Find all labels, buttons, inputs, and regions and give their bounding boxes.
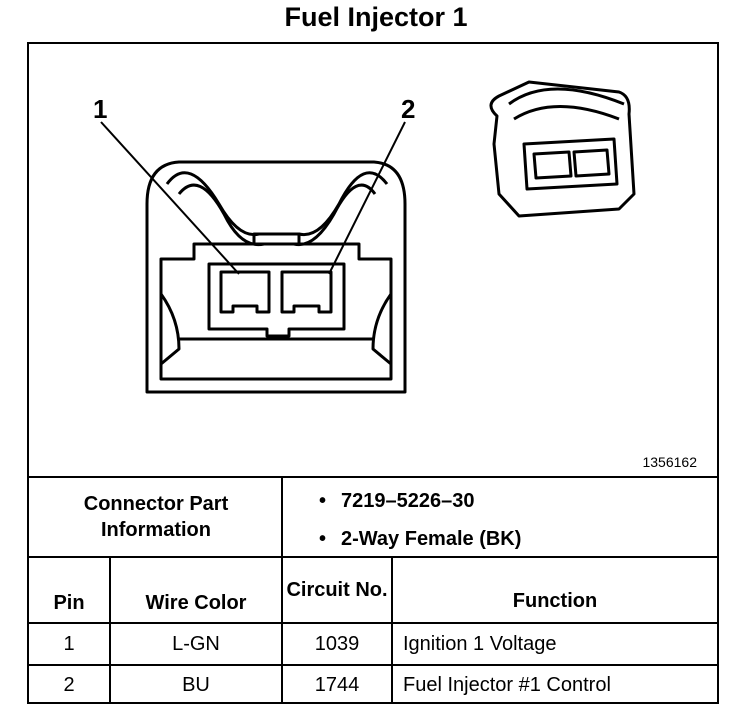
table-row-2-circuit: 1744 (314, 673, 360, 696)
iso-latch (508, 87, 625, 106)
cavity-block (207, 262, 346, 338)
table-row-2-wire: BU (182, 673, 210, 696)
connector-drawing: 1 2 (93, 80, 636, 394)
callout-1: 1 (93, 94, 107, 124)
rule-header-bottom (29, 622, 717, 624)
rule-col-circuit (391, 556, 393, 704)
table-row-1-circuit: 1039 (314, 632, 360, 655)
rule-row1-bottom (29, 664, 717, 666)
connector-figure: 1 2 1356162 (29, 44, 717, 476)
header-function: Function (512, 590, 598, 612)
rule-connector-bottom (29, 556, 717, 558)
connector-frame: 1 2 1356162 Connector Part Information •… (27, 42, 719, 704)
table-row-1-pin: 1 (63, 632, 75, 655)
table-row-2-function: Fuel Injector #1 Control (403, 673, 611, 696)
table-row-1-wire: L-GN (172, 632, 220, 655)
left-tab (159, 293, 181, 366)
connector-detail-type: •2-Way Female (BK) (319, 528, 522, 550)
callout-2: 2 (401, 94, 415, 124)
callout-leader-2 (328, 121, 406, 275)
cavity-1 (219, 270, 271, 314)
connector-details: •7219–5226–30 •2-Way Female (BK) (319, 482, 521, 558)
table-row-2-pin: 2 (63, 673, 75, 696)
header-pin: Pin (53, 592, 85, 614)
iso-housing (489, 80, 636, 218)
connector-housing (145, 160, 407, 394)
rule-col-pin (109, 556, 111, 704)
right-tab (371, 293, 393, 366)
iso-face (522, 137, 619, 191)
page-title: Fuel Injector 1 (284, 2, 468, 32)
connector-key (252, 232, 301, 244)
iso-latch-inner (513, 105, 620, 121)
rule-col-wire (281, 556, 283, 704)
connector-info-label: Connector Part Information (83, 493, 229, 541)
connector-detail-part: •7219–5226–30 (319, 490, 475, 512)
header-circuit-no: Circuit No. (286, 579, 388, 601)
cavity-2 (280, 270, 333, 314)
iso-cavity-1 (532, 150, 573, 180)
connector-latch-inner (177, 183, 377, 247)
callout-leader-1 (100, 121, 240, 275)
table-row-1-function: Ignition 1 Voltage (403, 632, 557, 655)
header-wire-color: Wire Color (145, 592, 247, 614)
rule-figure-bottom (29, 476, 717, 478)
iso-cavity-2 (572, 148, 611, 178)
rule-connector-split (281, 476, 283, 556)
figure-id: 1356162 (642, 454, 697, 470)
connector-body (159, 242, 393, 381)
